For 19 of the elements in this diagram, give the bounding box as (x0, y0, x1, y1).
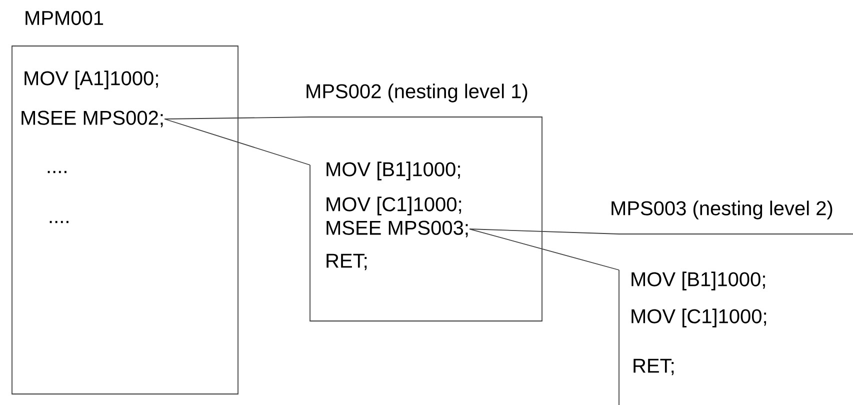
code-line: .... (50, 220, 68, 224)
code-line: .... (48, 170, 66, 174)
program-box (12, 46, 238, 394)
code-line: MSEE MPS002; (22, 110, 163, 128)
program-heading: MPM001 (26, 10, 104, 26)
program-box (310, 116, 542, 322)
code-line: RET; (326, 254, 367, 270)
code-line: MOV [C1]1000; (326, 196, 462, 216)
code-line: MSEE MPS003; (326, 220, 468, 238)
program-heading: MPS002 (nesting level 1) (306, 84, 528, 102)
code-line: MOV [B1]1000; (326, 162, 460, 180)
code-line: RET; (634, 358, 674, 376)
code-line: MOV [B1]1000; (632, 272, 765, 290)
code-line: MOV [A1]1000; (24, 70, 158, 90)
callout-pointer (469, 228, 620, 270)
callout-pointer (164, 116, 310, 166)
program-heading: MPS003 (nesting level 2) (612, 200, 832, 220)
program-box (618, 234, 853, 405)
code-line: MOV [C1]1000; (632, 308, 766, 328)
